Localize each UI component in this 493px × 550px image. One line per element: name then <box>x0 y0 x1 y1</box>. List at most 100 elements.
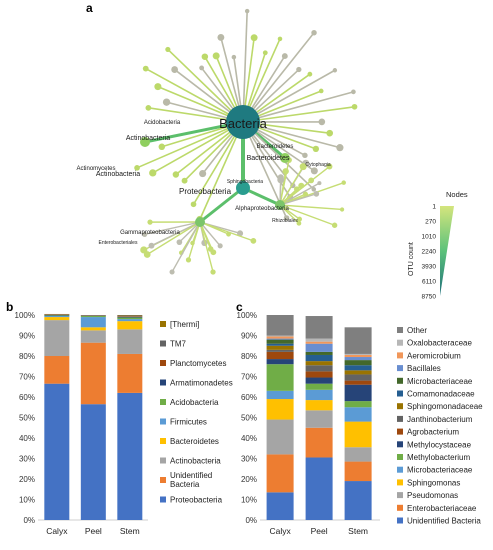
legend-swatch <box>397 466 403 473</box>
legend-tick: 1 <box>432 204 436 211</box>
tree-hub-node <box>236 181 250 195</box>
tree-node <box>296 220 302 226</box>
legend-swatch <box>160 340 166 347</box>
legend-swatch <box>397 428 403 435</box>
bar-segment <box>44 316 70 318</box>
bar-segment <box>305 343 333 352</box>
tree-node <box>332 68 338 73</box>
legend-label: TM7 <box>170 340 187 349</box>
tree-node <box>143 251 151 258</box>
tree-node <box>190 240 195 246</box>
y-tick-label: 90% <box>241 332 257 341</box>
bar-segment <box>305 338 333 342</box>
legend-label: Methylocystaceae <box>407 440 472 449</box>
panel-c-label: c <box>236 300 243 314</box>
bar-segment <box>80 317 106 328</box>
tree-branch <box>146 221 201 256</box>
tree-node <box>326 163 333 170</box>
taxon-label: Actinomycetes <box>76 166 115 172</box>
bar-segment <box>344 384 372 402</box>
bar-segment <box>44 315 70 317</box>
tree-branch <box>199 221 254 242</box>
tree-node <box>162 98 171 106</box>
tree-branch <box>242 106 355 123</box>
tree-branch <box>136 121 244 169</box>
taxon-label: Proteobacteria <box>179 187 232 196</box>
bar-segment <box>305 410 333 428</box>
y-tick-label: 0% <box>23 516 35 525</box>
tree-node <box>190 201 197 208</box>
bar-segment <box>344 370 372 375</box>
tree-node <box>172 171 180 178</box>
tree-node <box>351 103 358 110</box>
bar-segment <box>344 327 372 354</box>
bar-segment <box>344 360 372 366</box>
legend-axis-label: OTU count <box>408 242 415 276</box>
legend-swatch <box>397 339 403 346</box>
y-tick-label: 60% <box>19 393 35 402</box>
bar-segment <box>266 349 294 352</box>
tree-node <box>277 36 283 42</box>
tree-node <box>331 222 338 228</box>
tree-node <box>326 129 334 137</box>
tree-branch <box>152 121 244 174</box>
tree-branch <box>242 69 336 123</box>
taxon-label: Bacteroidetes <box>247 155 290 162</box>
bar-segment <box>344 365 372 371</box>
panel-b-label: b <box>6 300 13 314</box>
legend-swatch <box>397 390 403 397</box>
bar-segment <box>80 330 106 343</box>
legend-swatch <box>160 438 166 444</box>
bar-segment <box>305 371 333 378</box>
tree-node <box>299 163 307 171</box>
panel-a-label: a <box>86 1 93 15</box>
bar-segment <box>80 327 106 331</box>
tree-node <box>169 269 175 275</box>
tree-hub-node <box>226 105 260 139</box>
legend-label: Bacillales <box>407 364 441 373</box>
bar-segment <box>80 404 106 520</box>
y-tick-label: 80% <box>241 352 257 361</box>
bar-segment <box>266 335 294 337</box>
y-tick-label: 20% <box>241 475 257 484</box>
legend-label: Enterobacteriaceae <box>407 504 477 513</box>
tree-node <box>312 145 320 153</box>
bar-segment <box>266 339 294 344</box>
tree-node <box>336 144 344 152</box>
tree-node <box>310 167 318 175</box>
category-label: Peel <box>85 526 102 536</box>
y-tick-label: 70% <box>241 373 257 382</box>
bar-segment <box>344 374 372 381</box>
tree-node <box>142 231 148 237</box>
bar-segment <box>266 315 294 336</box>
category-label: Peel <box>311 526 328 536</box>
bar-segment <box>305 341 333 344</box>
bar-segment <box>266 338 294 340</box>
legend-label: Microbacteriaceae <box>407 466 473 475</box>
bar-segment <box>266 419 294 455</box>
bar-segment <box>305 389 333 401</box>
legend-label: Aeromicrobium <box>407 351 461 360</box>
bar-segment <box>344 353 372 355</box>
tree-branch <box>279 193 317 206</box>
taxonomy-tree <box>134 8 358 275</box>
legend-swatch <box>397 327 403 333</box>
y-tick-label: 30% <box>19 455 35 464</box>
tree-node <box>307 71 313 77</box>
tree-node <box>318 118 326 126</box>
tree-branch <box>242 32 315 123</box>
tree-node <box>302 191 309 197</box>
legend-tick: 270 <box>425 219 436 226</box>
legend-label: [Thermi] <box>170 320 199 329</box>
tree-node <box>282 168 289 175</box>
y-tick-label: 100% <box>237 311 257 320</box>
tree-hub-node <box>195 217 205 227</box>
legend-label: Sphingomonas <box>407 478 460 487</box>
tree-node <box>217 243 223 249</box>
legend-swatch <box>397 441 403 448</box>
tree-hub-node <box>275 200 285 210</box>
legend-tick: 3930 <box>422 264 437 271</box>
legend-tick: 2240 <box>422 249 437 256</box>
